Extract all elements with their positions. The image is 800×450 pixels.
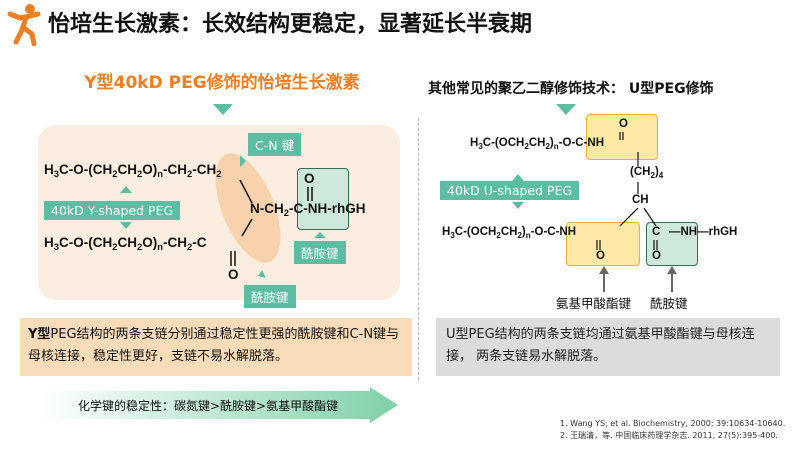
tag-cn-bond: C-N 键 [248,133,302,156]
reference-2: 2. 王瑞清，等. 中国临床药理学杂志. 2011, 27(5):395-400… [560,431,778,440]
label-carbamate-bond: 氨基甲酸酯键 [556,296,632,311]
tag-u-shaped-peg: 40kD U-shaped PEG [440,181,580,200]
down-arrow-icon [556,104,576,115]
carbonyl-oxygen-bottom: O [228,267,239,282]
down-arrow-icon [213,104,233,115]
amide-bond-box [297,168,349,230]
right-ch: CH [632,194,649,206]
tag-amide-right: 酰胺键 [294,241,346,264]
label-amide-bond: 酰胺键 [650,296,688,311]
section-divider [418,118,419,380]
stability-text: 化学键的稳定性：碳氮键>酰胺键>氨基甲酸酯键 [78,399,339,413]
right-c: C [652,226,661,238]
logo-figure-icon [7,4,41,46]
right-ch2-4: (CH2)4 [630,166,664,180]
right-formula-bottom: H3C-(OCH2CH2)n-O-C-NH [442,226,577,240]
left-formula-top: H3C-O-(CH2CH2O)n-CH2-CH2 [44,162,222,180]
carbamate-box-bottom [566,222,640,266]
carbonyl-oxygen-top: O [304,171,315,186]
page-title: 怡培生长激素：长效结构更稳定，显著延长半衰期 [48,12,533,37]
carbamate-box-top [586,114,658,160]
references: 1. Wang YS, et al. Biochemistry, 2000; 3… [560,418,785,442]
stability-arrow [40,387,398,423]
right-oxygen-top: O [619,118,628,130]
right-heading: 其他常见的聚乙二醇修饰技术： U型PEG修饰 [428,81,714,97]
right-oxygen-bottom: O [596,250,605,262]
right-nh-rhgh: —NH—rhGH [669,226,738,238]
tag-amide-bottom: 酰胺键 [244,285,296,308]
reference-1: 1. Wang YS, et al. Biochemistry, 2000; 3… [560,419,786,428]
left-formula-bottom: H3C-O-(CH2CH2O)n-CH2-C [44,235,207,253]
left-description: Y型PEG结构的两条支链分别通过稳定性更强的酰胺键和C-N键与母核连接，稳定性更… [20,318,412,376]
right-description: U型PEG结构的两条支链均通过氨基甲酸酯键与母核连接， 两条支链易水解脱落。 [436,318,780,376]
desc-bold-prefix: Y型 [28,327,51,342]
left-heading: Y型40kD PEG修饰的怡培生长激素 [84,73,360,93]
tag-y-shaped-peg: 40kD Y-shaped PEG [44,201,181,220]
desc-text: PEG结构的两条支链分别通过稳定性更强的酰胺键和C-N键与母核连接，稳定性更好，… [28,327,400,364]
right-formula-top: H3C-(OCH2CH2)n-O-C-NH [470,137,605,151]
left-formula-nch2: N-CH2-C-NH-rhGH [250,201,366,219]
right-oxygen-amide: O [652,250,661,262]
amide-box-right [646,222,698,266]
